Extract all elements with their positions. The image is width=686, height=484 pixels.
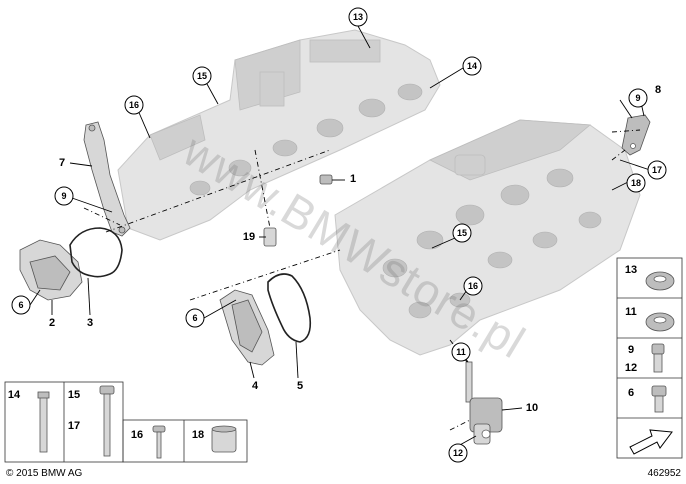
copyright-text: © 2015 BMW AG bbox=[6, 468, 83, 479]
part-sensor-10 bbox=[465, 361, 503, 445]
svg-text:9: 9 bbox=[61, 191, 66, 201]
svg-text:14: 14 bbox=[467, 61, 477, 71]
svg-text:6: 6 bbox=[628, 387, 634, 399]
label-3: 3 bbox=[87, 317, 93, 329]
callout-12: 12 bbox=[448, 443, 468, 463]
callout-9-left: 9 bbox=[54, 186, 74, 206]
label-8: 8 bbox=[655, 84, 661, 96]
part-cover-2 bbox=[19, 239, 83, 301]
callout-15: 15 bbox=[192, 66, 212, 86]
svg-text:6: 6 bbox=[192, 313, 197, 323]
label-2: 2 bbox=[49, 317, 55, 329]
svg-text:12: 12 bbox=[625, 362, 637, 374]
svg-text:17: 17 bbox=[652, 165, 662, 175]
cylinder-head-upper bbox=[117, 29, 441, 241]
parts-grid: 14 15 17 16 18 bbox=[4, 381, 248, 463]
svg-text:11: 11 bbox=[625, 306, 637, 318]
callout-6-center: 6 bbox=[185, 308, 205, 328]
grid-cell-14: 14 bbox=[8, 389, 50, 453]
direction-arrow-icon bbox=[629, 429, 673, 455]
svg-text:16: 16 bbox=[129, 100, 139, 110]
svg-text:15: 15 bbox=[457, 228, 467, 238]
svg-text:9: 9 bbox=[628, 344, 634, 356]
column-item-11: 11 bbox=[625, 306, 675, 332]
svg-text:11: 11 bbox=[456, 347, 466, 357]
column-item-9-12: 9 12 bbox=[625, 343, 665, 374]
grid-cell-16: 16 bbox=[131, 425, 166, 459]
svg-text:14: 14 bbox=[8, 389, 21, 401]
label-7: 7 bbox=[59, 157, 65, 169]
svg-text:15: 15 bbox=[68, 389, 80, 401]
label-19: 19 bbox=[243, 231, 255, 243]
diagram-id: 462952 bbox=[648, 468, 682, 479]
label-4: 4 bbox=[252, 380, 259, 392]
callout-6-left: 6 bbox=[11, 295, 31, 315]
callout-16: 16 bbox=[124, 95, 144, 115]
svg-text:17: 17 bbox=[68, 420, 80, 432]
column-item-6: 6 bbox=[628, 385, 667, 413]
svg-text:12: 12 bbox=[453, 448, 463, 458]
callout-13: 13 bbox=[348, 7, 368, 27]
part-gasket-5 bbox=[267, 273, 312, 343]
callout-17: 17 bbox=[647, 160, 667, 180]
callouts: 13 14 15 16 9 17 18 9 15 16 6 6 11 12 8 … bbox=[11, 7, 667, 463]
column-item-13: 13 bbox=[625, 264, 675, 291]
svg-text:16: 16 bbox=[468, 281, 478, 291]
grid-cell-18: 18 bbox=[192, 425, 237, 453]
svg-text:13: 13 bbox=[353, 12, 363, 22]
svg-text:9: 9 bbox=[635, 93, 640, 103]
label-1: 1 bbox=[350, 173, 356, 185]
svg-text:16: 16 bbox=[131, 429, 143, 441]
callout-16-lower: 16 bbox=[463, 276, 483, 296]
callout-14: 14 bbox=[462, 56, 482, 76]
svg-text:6: 6 bbox=[18, 300, 23, 310]
part-cover-4 bbox=[219, 289, 275, 366]
part-bracket-7 bbox=[83, 121, 131, 237]
callout-15-lower: 15 bbox=[452, 223, 472, 243]
part-plug-1 bbox=[319, 174, 333, 185]
parts-column: 13 11 9 12 6 bbox=[616, 257, 683, 459]
svg-text:15: 15 bbox=[197, 71, 207, 81]
callout-18: 18 bbox=[626, 173, 646, 193]
callout-9-top: 9 bbox=[628, 88, 648, 108]
label-5: 5 bbox=[297, 380, 303, 392]
label-10: 10 bbox=[526, 402, 538, 414]
svg-text:18: 18 bbox=[631, 178, 641, 188]
svg-text:18: 18 bbox=[192, 429, 204, 441]
part-gasket-3 bbox=[69, 227, 123, 278]
svg-text:13: 13 bbox=[625, 264, 637, 276]
callout-11: 11 bbox=[451, 342, 471, 362]
grid-cell-15-17: 15 17 bbox=[68, 385, 115, 457]
part-bracket-8 bbox=[621, 114, 651, 156]
cylinder-head-lower bbox=[334, 119, 641, 356]
